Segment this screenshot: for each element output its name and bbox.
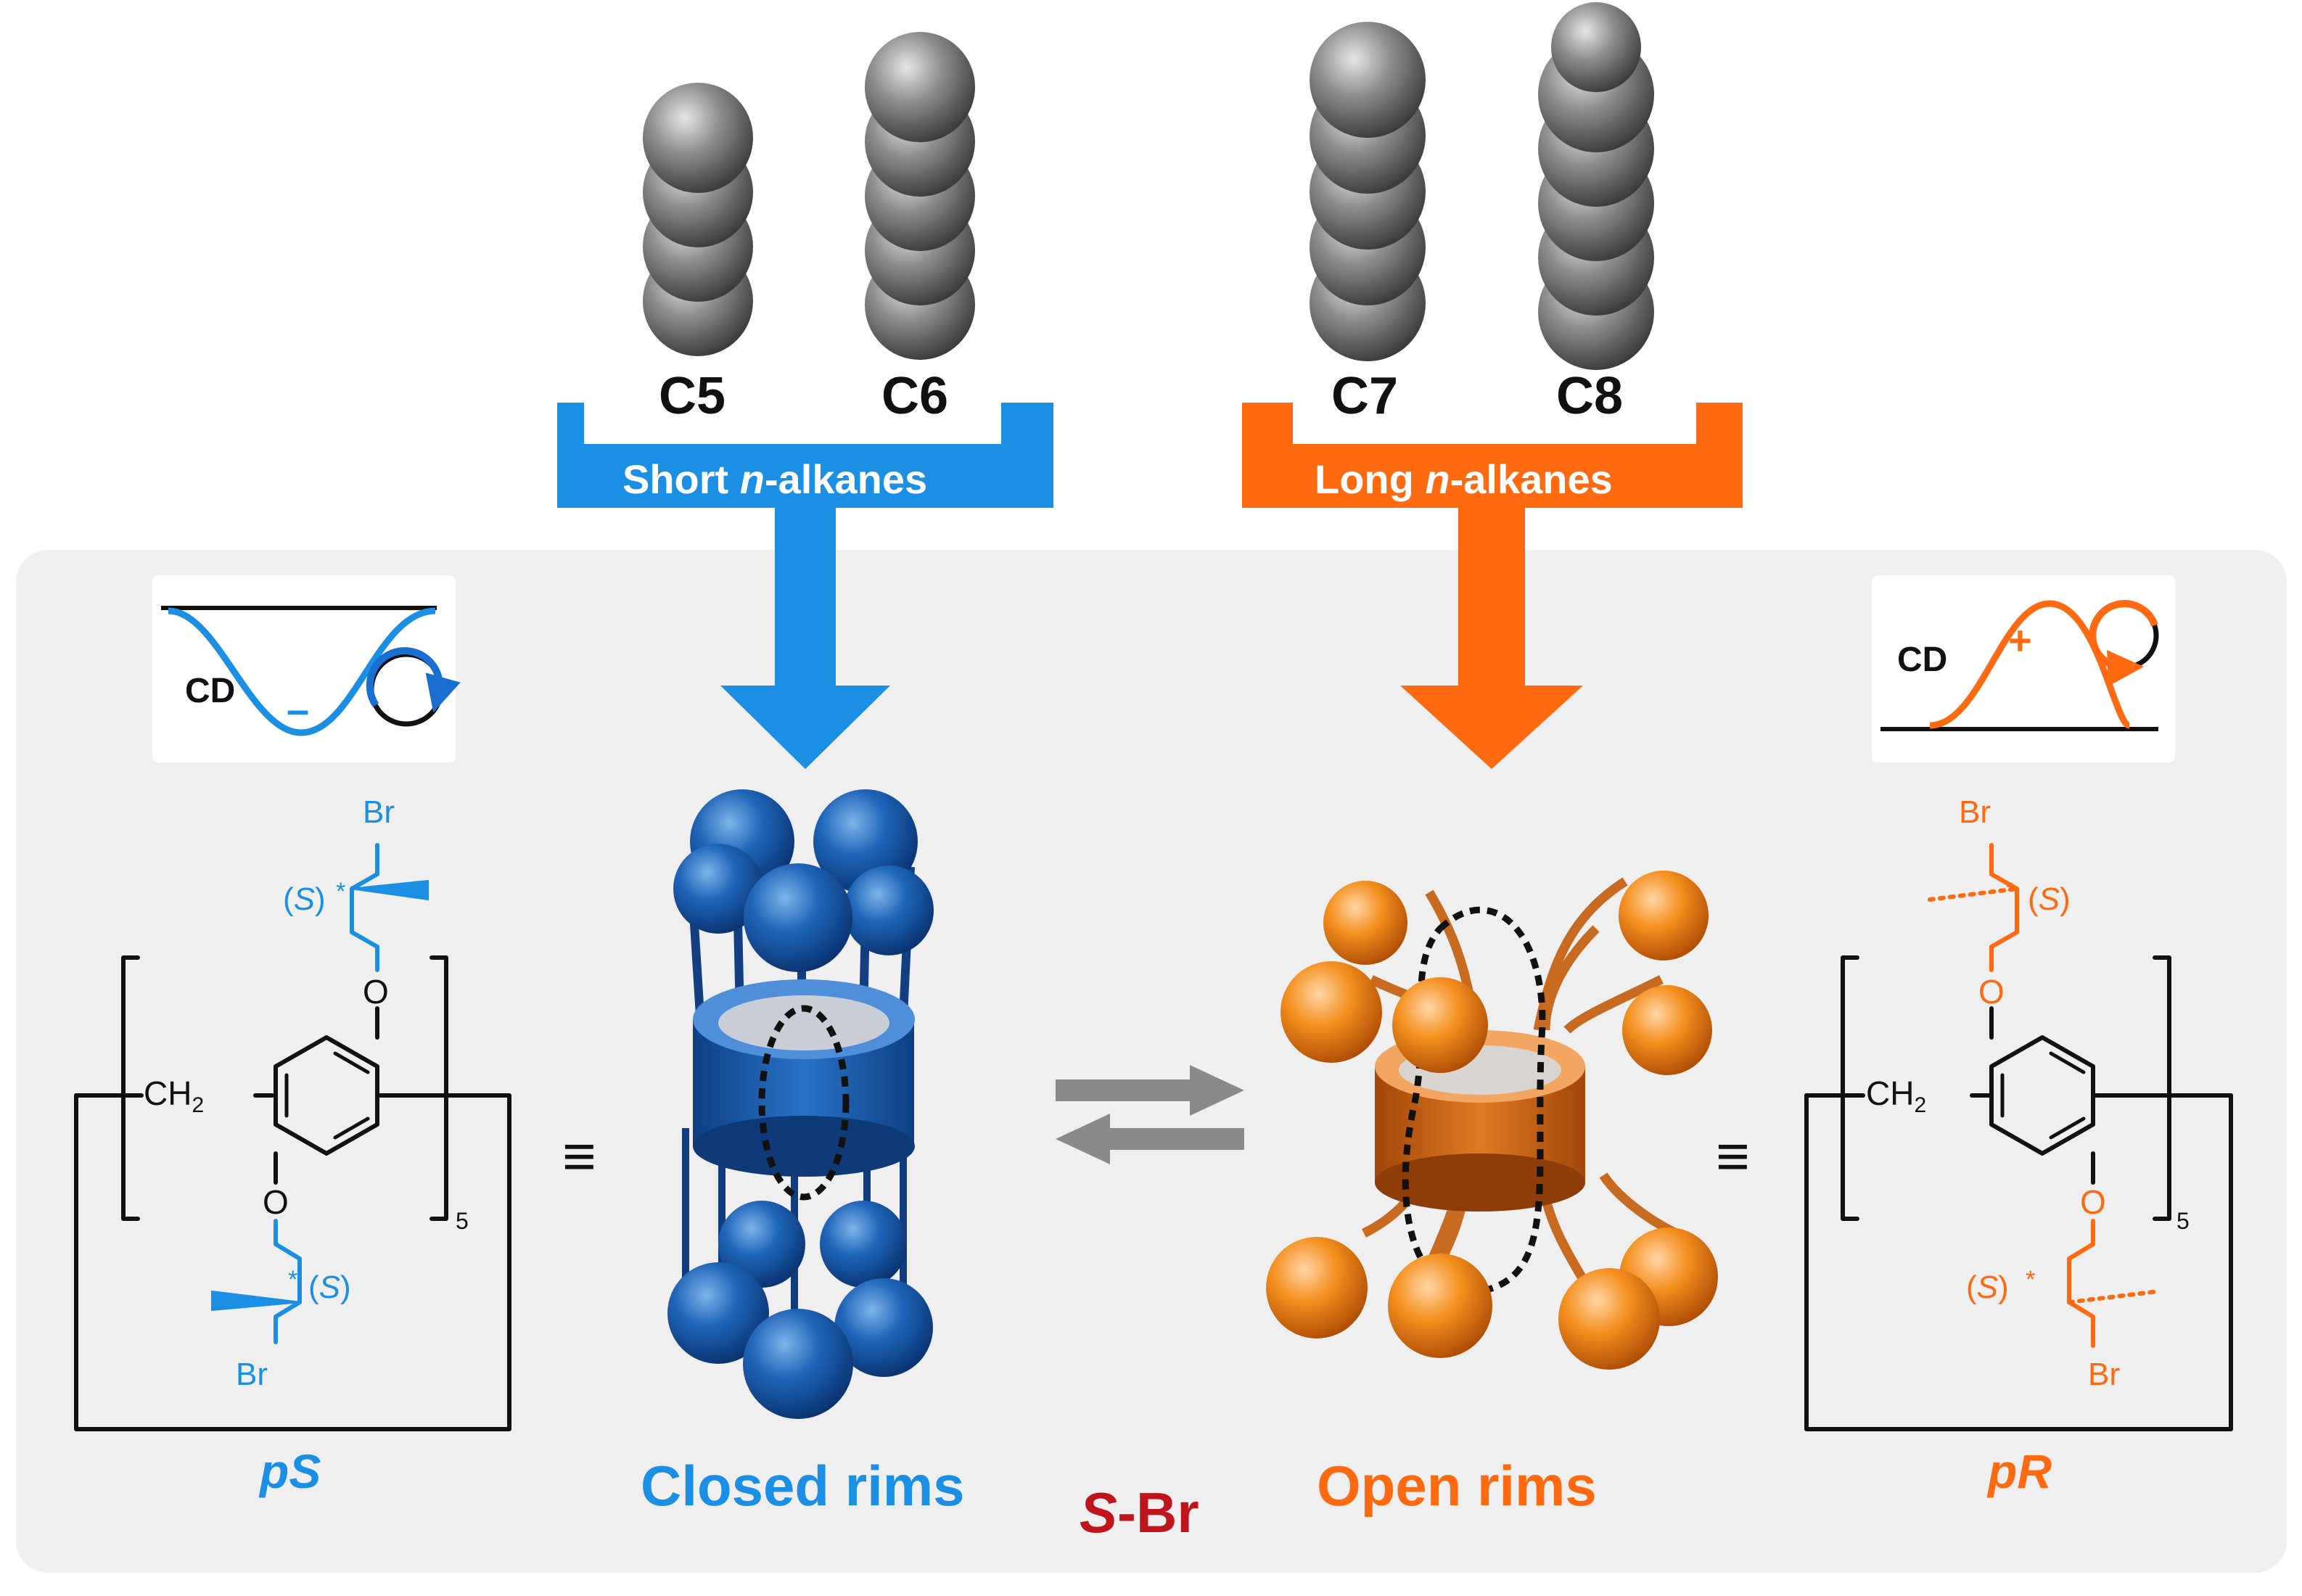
cd-label-right: CD [1897,641,1948,679]
forward-equilibrium-arrow [1056,1065,1244,1116]
long-alkanes-bracket [1242,403,1743,508]
left-br-top: Br [363,794,395,830]
left-s-bottom: (S) [308,1270,351,1305]
background-panel [16,550,2287,1573]
right-benzene-ring [1989,1035,2095,1156]
right-ch2: CH2 [1866,1074,1927,1118]
left-rotation-icon [366,647,461,713]
right-s-bottom: (S) [1966,1270,2009,1305]
label-c6: C6 [881,367,949,425]
label-c8: C8 [1556,367,1624,425]
left-benzene-ring [274,1035,379,1156]
closed-rims-model [667,789,934,1419]
left-n-subscript: 5 [456,1208,469,1234]
cd-label-left: CD [185,672,236,710]
right-star-top: * [2006,878,2016,905]
cd-box-negative [152,575,456,762]
cd-sign-positive: + [2008,617,2032,663]
left-o-bottom: O [263,1183,289,1221]
alkane-c7-model [1310,22,1426,361]
cd-positive-curve [1929,600,2131,729]
right-o-bottom: O [2080,1183,2106,1221]
right-o-top: O [1978,973,2005,1011]
open-cavity-dashed-outline [1402,906,1546,1295]
left-star-bottom: * [288,1266,298,1293]
right-pillararene-structure [1804,843,2233,1431]
left-ch2: CH2 [144,1074,205,1118]
label-closed-rims: Closed rims [641,1454,965,1518]
label-pS: pS [260,1444,321,1498]
right-bracket-left [1841,955,1859,1221]
right-bracket-right [2153,955,2171,1221]
left-s-top: (S) [283,881,326,917]
cd-negative-curve [168,607,436,736]
label-short-alkanes: Short n-alkanes [622,456,928,502]
label-c5: C5 [659,367,726,425]
equiv-right: ≡ [1716,1124,1750,1188]
right-br-top: Br [1959,794,1991,830]
equiv-left: ≡ [562,1124,596,1188]
orange-down-arrow [1400,508,1583,769]
left-bracket-right [429,955,448,1221]
label-open-rims: Open rims [1317,1454,1597,1518]
label-c7: C7 [1331,367,1399,425]
left-pillararene-structure [74,843,511,1431]
left-br-bottom: Br [236,1357,268,1392]
cavity-dashed-outline [758,1005,850,1201]
alkane-c5-model [643,83,753,356]
right-star-bottom: * [2026,1266,2036,1293]
right-br-bottom: Br [2088,1357,2120,1392]
left-star-top: * [336,878,346,905]
label-pR: pR [1988,1444,2052,1498]
alkane-c8-model [1538,2,1654,370]
alkane-c6-model [865,32,975,360]
right-rotation-icon [2089,600,2158,686]
label-s-br: S-Br [1080,1481,1199,1544]
cd-sign-negative: – [287,686,310,732]
right-n-subscript: 5 [2176,1208,2190,1234]
reverse-equilibrium-arrow [1056,1114,1244,1164]
open-rims-model [1266,871,1718,1370]
blue-down-arrow [720,508,890,769]
short-alkanes-bracket [557,403,1053,508]
right-s-top: (S) [2028,881,2071,917]
left-o-top: O [363,973,389,1011]
label-long-alkanes: Long n-alkanes [1315,456,1613,502]
left-bracket-left [121,955,140,1221]
